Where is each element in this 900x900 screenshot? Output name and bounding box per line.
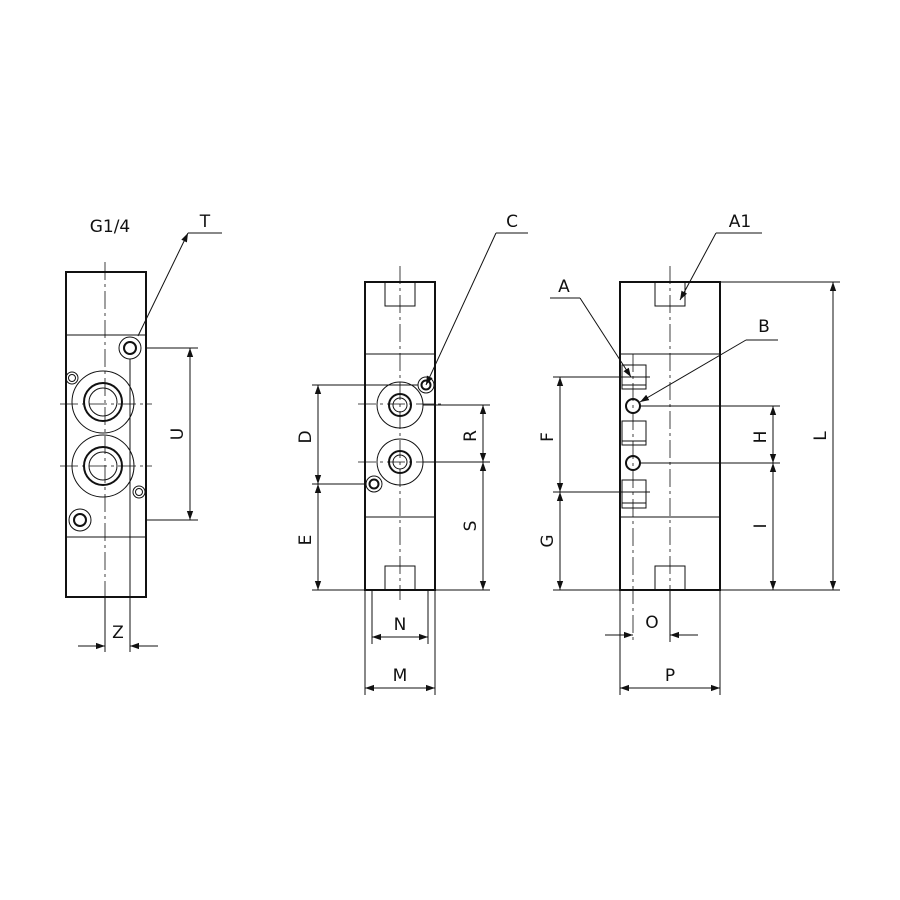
dim-o-label: O <box>645 613 658 633</box>
right-centerlines <box>632 266 671 640</box>
left-centerlines <box>60 262 152 650</box>
dim-m-label: M <box>393 666 408 686</box>
callout-a-label: A <box>558 277 570 297</box>
dim-u: U <box>146 347 198 521</box>
dim-i: I <box>720 463 780 591</box>
dim-n: N <box>371 590 429 644</box>
dim-z: Z <box>78 359 158 652</box>
dim-z-label: Z <box>112 623 124 643</box>
callout-c-label: C <box>506 212 518 232</box>
dim-n-label: N <box>394 615 407 635</box>
dim-g: G <box>538 492 620 591</box>
dim-e: E <box>296 484 365 591</box>
dim-i-label: I <box>751 523 771 528</box>
dim-p: P <box>620 590 721 695</box>
dim-u-label: U <box>168 428 188 440</box>
callout-a1-label: A1 <box>729 212 751 232</box>
right-view: A1 A B F G <box>538 212 840 695</box>
dim-d-label: D <box>296 430 316 443</box>
dim-m: M <box>364 590 436 695</box>
callout-c: C <box>425 212 528 386</box>
pilot-slots <box>621 364 647 509</box>
left-body-outline <box>65 271 147 598</box>
callout-b: B <box>639 317 778 403</box>
port-lower <box>71 434 135 498</box>
dim-o: O <box>605 590 698 695</box>
mounting-holes-left <box>65 336 146 532</box>
dim-l: L <box>720 281 840 591</box>
middle-centerlines <box>358 266 442 600</box>
dim-s: S <box>435 462 490 591</box>
dim-r: R <box>423 404 490 463</box>
dim-f-label: F <box>538 432 558 442</box>
dim-l-label: L <box>811 431 831 441</box>
callout-a: A <box>550 277 632 378</box>
port-upper <box>71 370 135 434</box>
dim-d: D <box>296 384 418 485</box>
middle-view: C D E R S <box>296 212 528 695</box>
callout-t-label: T <box>199 212 211 232</box>
left-view: G1/4 <box>60 212 222 652</box>
dim-f: F <box>538 376 650 493</box>
callout-b-label: B <box>758 317 770 337</box>
callout-t: T <box>137 212 222 337</box>
dim-e-label: E <box>296 535 316 546</box>
thread-label: G1/4 <box>90 217 131 237</box>
dim-h-label: H <box>751 431 771 444</box>
dim-p-label: P <box>665 666 675 686</box>
dim-g-label: G <box>538 534 558 547</box>
callout-a1: A1 <box>679 212 762 301</box>
dim-r-label: R <box>461 430 481 442</box>
dim-h: H <box>640 405 780 464</box>
dim-s-label: S <box>461 521 481 532</box>
